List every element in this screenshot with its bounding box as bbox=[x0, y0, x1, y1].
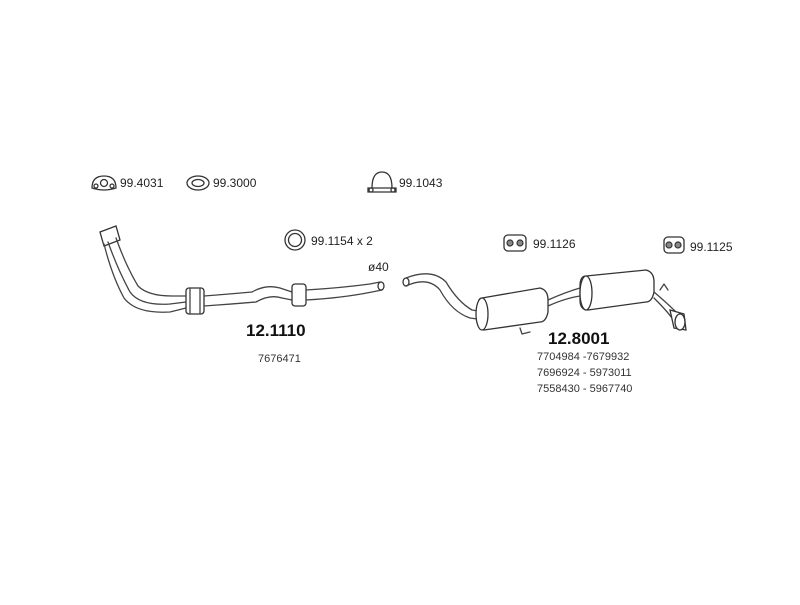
gasket-icon bbox=[91, 175, 117, 191]
rubber-mount-icon bbox=[663, 236, 685, 254]
accessory-code: 99.1154 x 2 bbox=[311, 234, 373, 248]
front-pipe-part-number: 12.1110 bbox=[246, 321, 306, 340]
rear-section-oem-ref: 7696924 - 5973011 bbox=[537, 367, 632, 379]
rear-section-oem-list: 7704984 -7679932 7696924 - 5973011 75584… bbox=[537, 349, 632, 397]
front-pipe-drawing bbox=[99, 225, 385, 315]
rubber-mount-icon bbox=[503, 234, 527, 252]
accessory-code: 99.3000 bbox=[213, 176, 257, 190]
accessory-code: 99.1043 bbox=[399, 176, 443, 190]
diameter-label: ø40 bbox=[368, 260, 389, 274]
rear-section-part-number: 12.8001 bbox=[548, 329, 610, 348]
rear-section-oem-ref: 7704984 -7679932 bbox=[537, 351, 630, 363]
front-pipe-oem-ref: 7676471 bbox=[258, 353, 301, 365]
accessory-code: 99.4031 bbox=[120, 176, 164, 190]
accessory-code: 99.1126 bbox=[533, 237, 576, 251]
rear-section-drawing bbox=[402, 269, 687, 335]
rear-section-oem-ref: 7558430 - 5967740 bbox=[537, 383, 633, 395]
ring-gasket-icon bbox=[186, 175, 210, 191]
accessory-code: 99.1125 bbox=[690, 240, 733, 254]
clamp-icon bbox=[367, 171, 397, 193]
o-ring-icon bbox=[284, 229, 306, 251]
